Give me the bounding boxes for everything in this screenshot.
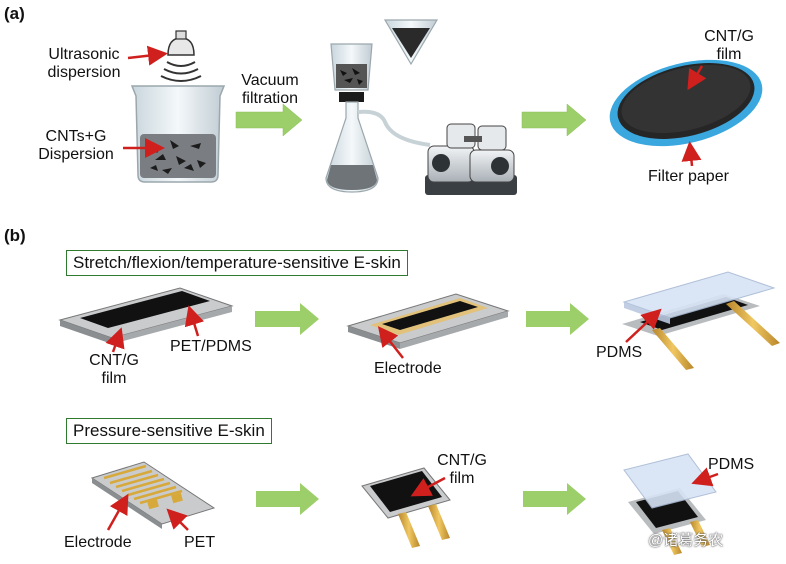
film-b1-line-1: CNT/G [89,352,139,369]
funnel-icon [383,19,439,66]
process-arrow-2 [521,103,587,137]
electrode-pointer-arrow-1 [377,326,404,359]
pet-label: PET [184,534,216,551]
film-a-line-2: film [716,46,742,63]
vacuum-label: Vacuum filtration [230,72,310,108]
film-pointer-arrow-b1 [105,327,125,353]
filter-pointer-arrow [681,141,702,167]
film-pointer-arrow-b2 [410,476,446,497]
watermark: @诸葛务农 [648,532,724,549]
electrode-label-1: Electrode [374,360,442,377]
panel-b-label: (b) [4,226,26,245]
ultrasonic-line-1: Ultrasonic [48,46,120,63]
pdms-pointer-arrow-1 [625,308,662,343]
film-label-b2: CNT/G film [432,452,492,488]
pet-pdms-label: PET/PDMS [170,338,252,355]
pressure-substrate-icon [90,461,216,529]
filter-paper-label: Filter paper [648,168,729,185]
film-b2-line-1: CNT/G [437,452,487,469]
dispersion-line-2: Dispersion [38,146,114,163]
pet-pointer-arrow [166,508,189,531]
stretch-substrate-1-icon [58,287,234,344]
film-a-line-1: CNT/G [704,28,754,45]
dispersion-label: CNTs+G Dispersion [30,128,122,164]
pdms-pointer-arrow-2 [691,467,719,487]
pdms-label-2: PDMS [708,456,755,473]
electrode-pointer-arrow-2 [106,493,129,531]
process-arrow-5 [256,483,319,515]
beaker-icon [130,85,226,183]
stretch-substrate-2-icon [346,293,510,349]
dispersion-line-1: CNTs+G [45,128,107,145]
process-arrow-4 [526,303,589,335]
vacuum-line-2: filtration [241,90,299,107]
process-arrow-1 [235,103,303,137]
pdms-label-1: PDMS [596,344,643,361]
film-b1-line-2: film [101,370,127,387]
vacuum-pump-icon [425,123,517,195]
stretch-device-icon [622,271,780,370]
film-label-b1: CNT/G film [84,352,144,388]
film-b2-line-2: film [449,470,475,487]
pet-pdms-pointer-arrow [184,305,204,337]
filtration-flask-icon [325,43,431,193]
vacuum-line-1: Vacuum [241,72,299,89]
pressure-eskin-box: Pressure-sensitive E-skin [66,418,272,444]
ultrasonic-pointer-arrow [127,45,168,66]
filter-paper-icon [609,59,763,147]
process-arrow-6 [523,483,586,515]
ultrasonic-transducer-icon [160,30,202,82]
stretch-eskin-box: Stretch/flexion/temperature-sensitive E-… [66,250,408,276]
ultrasonic-line-2: dispersion [47,64,121,81]
film-pointer-arrow [687,65,707,91]
process-arrow-3 [255,303,319,335]
film-label-a: CNT/G film [694,28,764,64]
ultrasonic-label: Ultrasonic dispersion [36,46,132,82]
panel-a-label: (a) [4,4,25,23]
electrode-label-2: Electrode [64,534,132,551]
